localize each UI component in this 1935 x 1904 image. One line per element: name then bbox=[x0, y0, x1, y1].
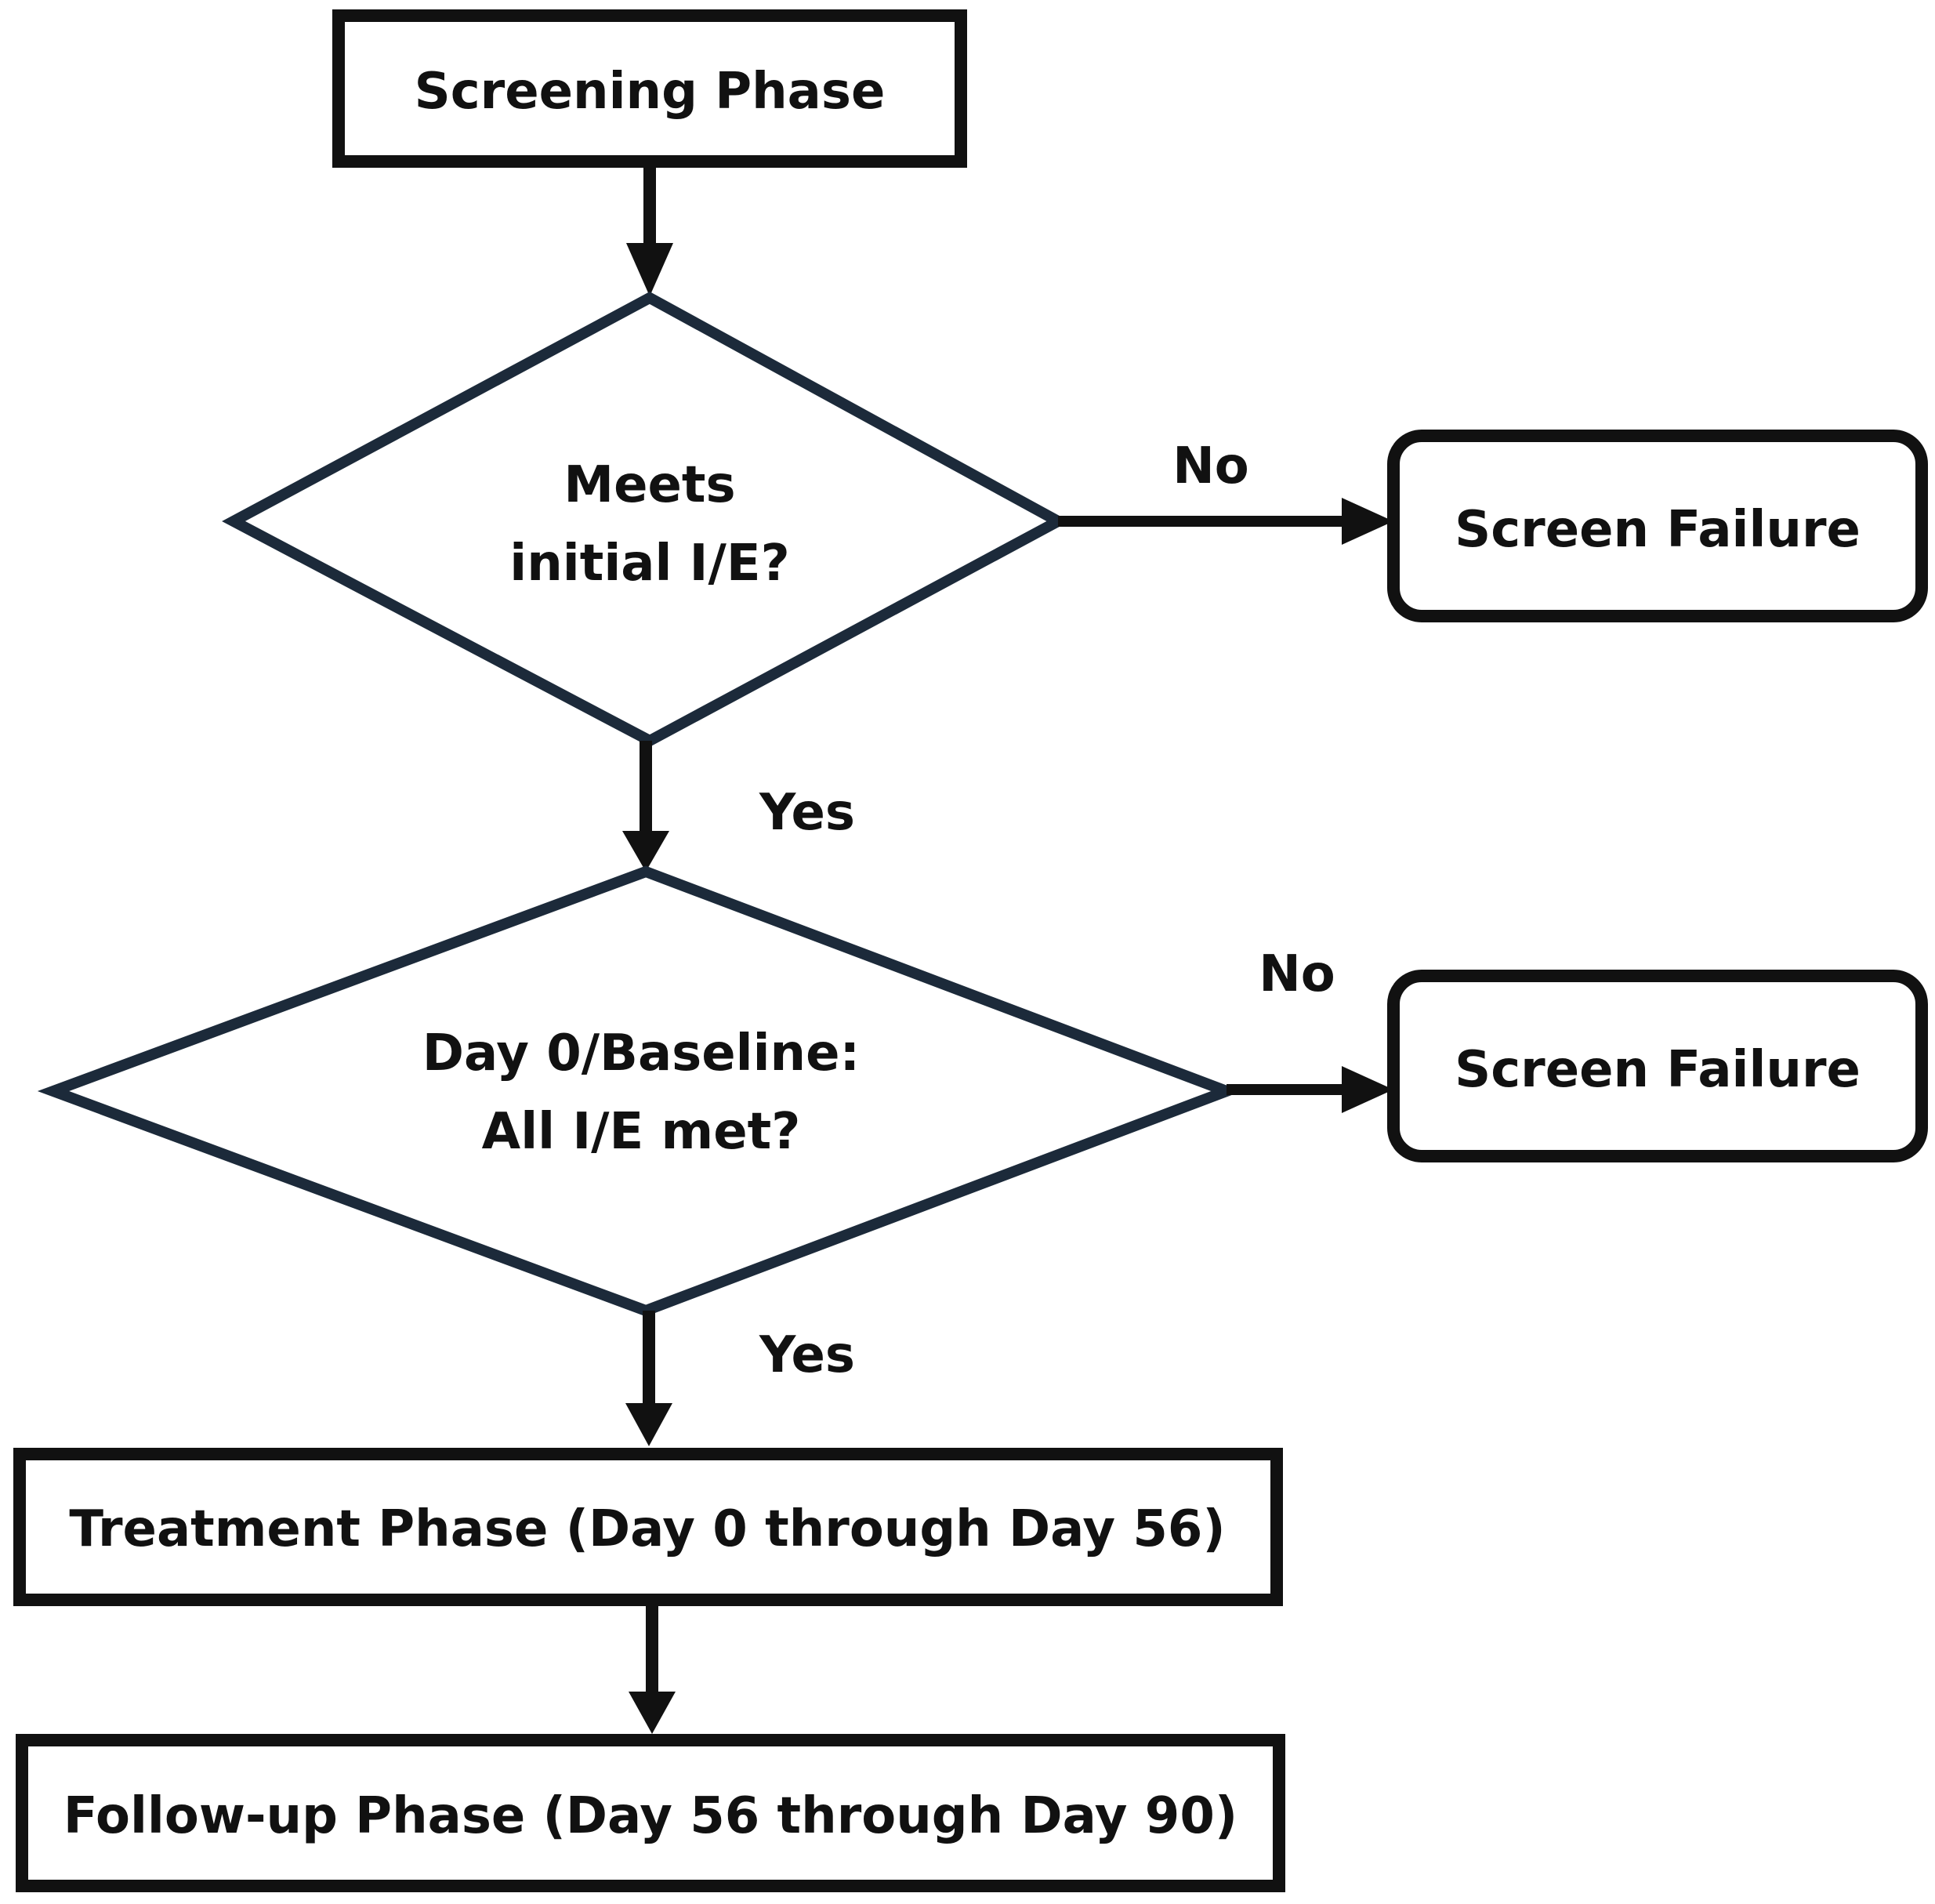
decision1-diamond bbox=[222, 292, 1070, 747]
treatment-phase-box bbox=[13, 1448, 1283, 1606]
screening-phase-label: Screening Phase bbox=[415, 63, 886, 121]
arrowhead-decision1-no bbox=[1342, 498, 1393, 545]
arrowhead-decision2-no bbox=[1342, 1066, 1393, 1113]
followup-phase-box bbox=[16, 1734, 1285, 1892]
decision1-label-line2: initial I/E? bbox=[509, 535, 789, 593]
followup-phase-label: Follow-up Phase (Day 56 through Day 90) bbox=[63, 1787, 1237, 1845]
decision2-yes-label: Yes bbox=[759, 1326, 855, 1384]
screen-failure-1-box bbox=[1387, 430, 1928, 622]
screen-failure-1-label: Screen Failure bbox=[1455, 501, 1861, 559]
arrowhead-decision1-yes bbox=[622, 831, 669, 872]
decision1-label-line1: Meets bbox=[563, 456, 735, 514]
decision2-label-line2: All I/E met? bbox=[482, 1103, 801, 1161]
decision2-label-line1: Day 0/Baseline: bbox=[422, 1025, 860, 1083]
arrowhead-treatment-to-followup bbox=[629, 1692, 676, 1734]
arrowhead-decision2-yes bbox=[625, 1403, 672, 1446]
screen-failure-2-label: Screen Failure bbox=[1455, 1041, 1861, 1099]
decision2-diamond bbox=[37, 865, 1242, 1317]
decision2-no-label: No bbox=[1259, 945, 1335, 1003]
decision1-no-label: No bbox=[1172, 437, 1249, 495]
treatment-phase-label: Treatment Phase (Day 0 through Day 56) bbox=[69, 1500, 1225, 1558]
arrowhead-screening-to-decision1 bbox=[626, 243, 673, 296]
decision1-yes-label: Yes bbox=[759, 784, 855, 842]
screen-failure-2-box bbox=[1387, 970, 1928, 1162]
